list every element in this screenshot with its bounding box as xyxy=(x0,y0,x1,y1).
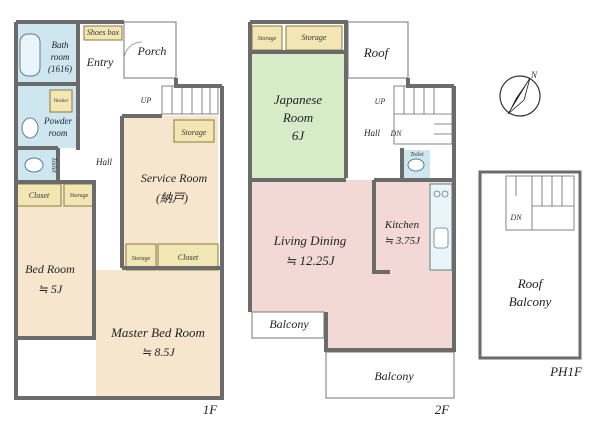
compass-icon: N xyxy=(499,70,541,117)
bed-room xyxy=(16,184,94,336)
storage-1f-b-label: Storage xyxy=(70,193,89,199)
toilet-bowl-1f xyxy=(24,157,44,173)
up-2f-label: UP xyxy=(375,97,386,106)
master-bed-room xyxy=(96,270,220,398)
master-bed-room-label-2: ≒ 8.5J xyxy=(141,345,175,359)
shoes-box xyxy=(83,25,123,41)
up-1f-label: UP xyxy=(141,96,152,105)
roof-balcony-label-2: Balcony xyxy=(509,294,552,309)
roof-balcony xyxy=(478,170,582,360)
bath-label-3: (1616) xyxy=(48,64,72,74)
balcony-2f-a xyxy=(251,311,325,339)
north-label: N xyxy=(530,70,538,80)
japanese-room-label-3: 6J xyxy=(292,128,306,143)
balcony-2f-b-label: Balcony xyxy=(374,369,414,383)
roof-balcony-label-1: Roof xyxy=(517,276,545,291)
toilet-bowl-2f xyxy=(407,158,425,172)
roof-2f-label: Roof xyxy=(363,45,391,60)
service-room-label-2: (納戸) xyxy=(156,191,188,205)
storage-1f-a-label: Storage xyxy=(182,128,207,137)
floor-2f-label: 2F xyxy=(435,402,451,417)
storage-2f-b xyxy=(285,25,343,51)
walls-1f xyxy=(14,20,224,400)
floor-1f-label: 1F xyxy=(203,402,219,417)
hall-2f-label: Hall xyxy=(363,128,381,138)
floor-ph1f-label: PH1F xyxy=(549,364,583,379)
entry-label: Entry xyxy=(86,55,114,69)
master-bed-room-label-1: Master Bed Room xyxy=(110,325,205,340)
toilet-2f-label: Toilet xyxy=(410,152,424,158)
service-room-label-1: Service Room xyxy=(141,171,208,185)
stove-burner xyxy=(433,190,441,198)
hall-1f-label: Hall xyxy=(95,157,113,167)
storage-2f-a-label: Storage xyxy=(258,36,277,42)
closet-1f-a-label: Closet xyxy=(29,191,50,200)
storage-1f-c-label: Storage xyxy=(132,256,151,262)
washer-label: Washer xyxy=(54,99,69,104)
closet-1f-b xyxy=(157,243,219,271)
bath-label-2: room xyxy=(51,52,70,62)
dn-ph1f-label: DN xyxy=(509,213,522,222)
shoes-box-label: Shoes box xyxy=(87,28,120,37)
balcony-2f-a-label: Balcony xyxy=(269,317,309,331)
walls-2f xyxy=(248,20,456,352)
floor-2f: Storage Storage Roof Japanese Room 6J UP… xyxy=(248,20,456,417)
japanese-room-label-1: Japanese xyxy=(274,92,323,107)
japanese-room xyxy=(252,54,346,178)
dn-2f-label: DN xyxy=(389,129,402,138)
stove-burner xyxy=(441,190,449,198)
stairs-2f xyxy=(393,85,453,145)
bathtub xyxy=(19,33,41,77)
kitchen-label-1: Kitchen xyxy=(384,219,420,231)
japanese-room-label-2: Room xyxy=(282,110,313,125)
living-dining xyxy=(252,180,454,348)
porch xyxy=(123,21,177,79)
storage-2f-b-label: Storage xyxy=(302,33,327,42)
powder-sink xyxy=(21,117,39,139)
kitchen-sink xyxy=(433,227,449,249)
storage-1f-a xyxy=(173,119,215,143)
kitchen-label-2: ≒ 3.75J xyxy=(384,235,421,247)
washer xyxy=(49,89,73,113)
toilet-1f-label: Toilet xyxy=(50,157,58,174)
floor-ph1f: DN Roof Balcony PH1F xyxy=(478,170,583,379)
powder-label-2: room xyxy=(49,128,68,138)
kitchen-counter xyxy=(429,183,453,271)
living-dining-label-2: ≒ 12.25J xyxy=(285,253,335,268)
porch-label: Porch xyxy=(137,44,167,58)
floor-1f: Shoes box Bath room (1616) Entry Porch W… xyxy=(14,20,224,417)
roof-2f xyxy=(347,21,409,79)
storage-1f-c xyxy=(125,243,157,271)
powder-label-1: Powder xyxy=(43,116,72,126)
bed-room-label-1: Bed Room xyxy=(25,262,75,276)
stairs-1f xyxy=(161,85,219,115)
bed-room-label-2: ≒ 5J xyxy=(38,282,63,296)
living-dining-label-1: Living Dining xyxy=(273,233,347,248)
bath-label-1: Bath xyxy=(52,40,69,50)
stairs-ph1f xyxy=(505,175,575,231)
closet-1f-b-label: Closet xyxy=(178,253,199,262)
